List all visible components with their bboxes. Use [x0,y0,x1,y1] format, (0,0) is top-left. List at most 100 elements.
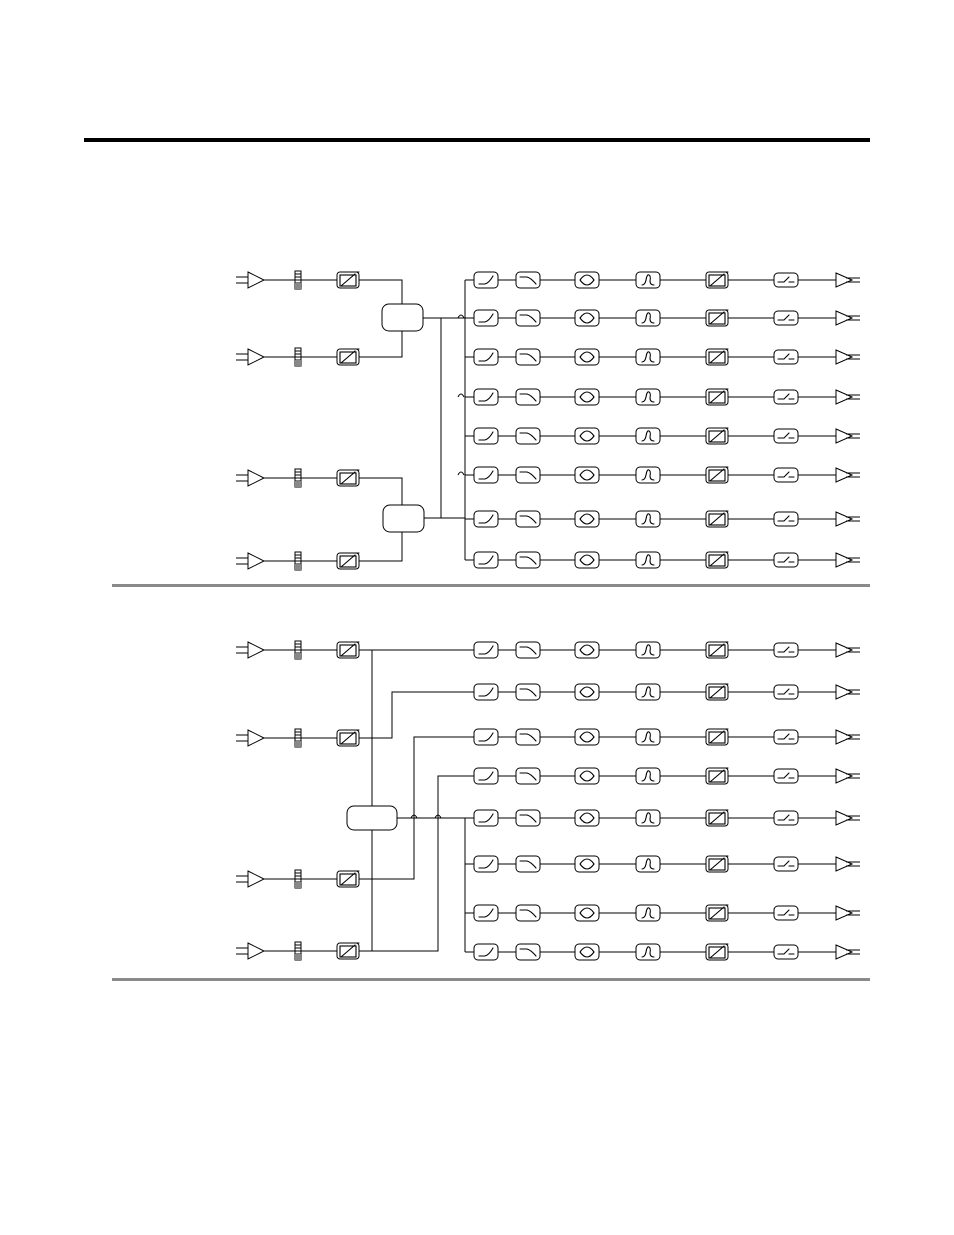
output-amplifier-icon [836,811,860,825]
output-channel-3 [474,729,860,745]
limiter-icon [706,310,728,326]
mute-switch-icon [774,685,798,699]
delay-icon [636,642,660,658]
input-amplifier-icon [236,470,264,486]
low-pass-filter-icon [516,684,540,700]
output-channel-7 [465,905,860,921]
level-meter-icon [295,641,301,659]
parametric-eq-icon [575,768,599,784]
high-pass-filter-icon [474,310,498,326]
delay-icon [636,905,660,921]
mute-switch-icon [774,553,798,567]
high-pass-filter-icon [474,905,498,921]
output-channel-8 [465,944,860,960]
delay-icon [636,272,660,288]
mute-switch-icon [774,811,798,825]
input-channel-2 [236,729,372,747]
limiter-icon [706,768,728,784]
low-pass-filter-icon [516,310,540,326]
dynamics-processor-icon [337,553,359,569]
high-pass-filter-icon [474,467,498,483]
signal-wire [360,692,486,738]
low-pass-filter-icon [516,768,540,784]
output-channel-6 [465,467,860,483]
high-pass-filter-icon [474,810,498,826]
output-channel-7 [465,511,860,527]
limiter-icon [706,684,728,700]
limiter-icon [706,389,728,405]
delay-icon [636,810,660,826]
configuration-a-section [236,271,860,570]
mute-switch-icon [774,643,798,657]
output-amplifier-icon [836,273,860,287]
parametric-eq-icon [575,729,599,745]
mixer-1 [382,304,423,331]
mute-switch-icon [774,390,798,404]
delay-icon [636,768,660,784]
low-pass-filter-icon [516,944,540,960]
delay-icon [636,428,660,444]
high-pass-filter-icon [474,272,498,288]
level-meter-icon [295,729,301,747]
dynamics-processor-icon [337,730,359,746]
level-meter-icon [295,271,301,289]
output-amplifier-icon [836,311,860,325]
parametric-eq-icon [575,349,599,365]
high-pass-filter-icon [474,428,498,444]
low-pass-filter-icon [516,810,540,826]
configuration-b-section [236,641,860,960]
limiter-icon [706,729,728,745]
mute-switch-icon [774,906,798,920]
mute-switch-icon [774,857,798,871]
input-amplifier-icon [236,943,264,959]
high-pass-filter-icon [474,729,498,745]
wire-crossing [458,472,464,475]
level-meter-icon [295,348,301,366]
limiter-icon [706,944,728,960]
level-meter-icon [295,469,301,487]
low-pass-filter-icon [516,467,540,483]
low-pass-filter-icon [516,272,540,288]
parametric-eq-icon [575,856,599,872]
output-channel-3 [465,349,860,365]
mute-switch-icon [774,273,798,287]
input-channel-1 [236,641,372,659]
low-pass-filter-icon [516,856,540,872]
mute-switch-icon [774,945,798,959]
output-amplifier-icon [836,553,860,567]
signal-wire [360,280,402,304]
output-amplifier-icon [836,857,860,871]
high-pass-filter-icon [474,768,498,784]
input-amplifier-icon [236,553,264,569]
delay-icon [636,349,660,365]
output-channel-8 [465,552,860,568]
output-channel-2 [465,310,860,326]
signal-wire [360,331,402,357]
wire-crossing [458,394,464,397]
delay-icon [636,944,660,960]
limiter-icon [706,428,728,444]
input-amplifier-icon [236,272,264,288]
delay-icon [636,856,660,872]
signal-wire [360,532,402,561]
output-channel-2 [474,684,860,700]
input-channel-3 [236,870,372,888]
delay-icon [636,729,660,745]
mixer-2 [383,505,424,532]
delay-icon [636,389,660,405]
output-amplifier-icon [836,685,860,699]
limiter-icon [706,810,728,826]
high-pass-filter-icon [474,856,498,872]
output-amplifier-icon [836,350,860,364]
low-pass-filter-icon [516,642,540,658]
low-pass-filter-icon [516,552,540,568]
high-pass-filter-icon [474,642,498,658]
mute-switch-icon [774,468,798,482]
low-pass-filter-icon [516,729,540,745]
input-amplifier-icon [236,871,264,887]
input-channel-4 [236,942,372,960]
parametric-eq-icon [575,810,599,826]
high-pass-filter-icon [474,552,498,568]
limiter-icon [706,349,728,365]
